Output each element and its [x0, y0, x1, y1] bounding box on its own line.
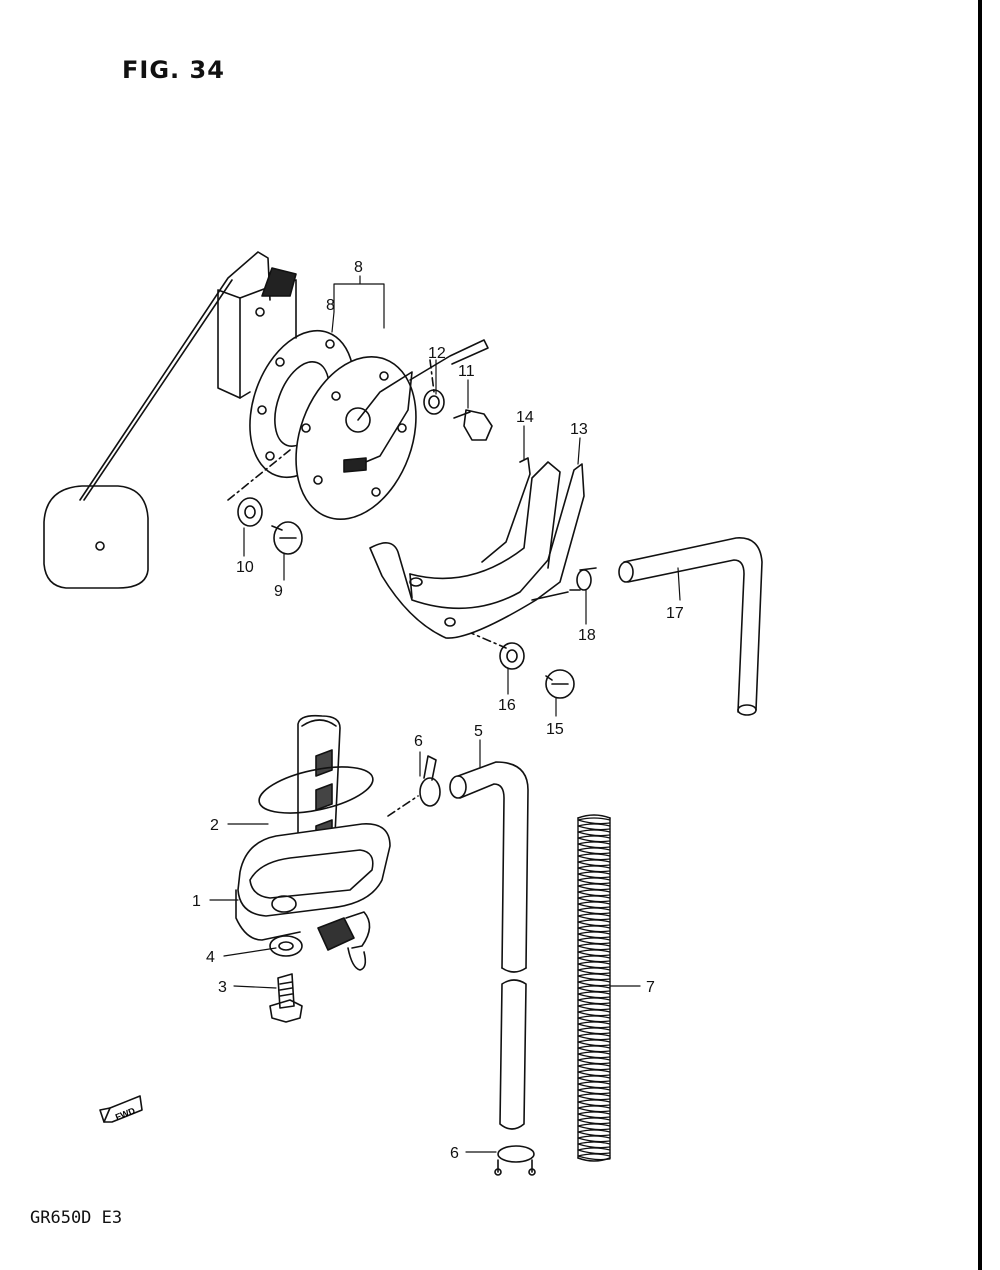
callout-16: 15: [546, 721, 564, 738]
callout-8: 8: [354, 259, 363, 276]
callout-6-upper: 6: [414, 733, 423, 750]
float-arm: [79, 251, 271, 501]
callout-11: 10: [236, 559, 254, 576]
guide-lines: [227, 359, 507, 817]
callout-2: 2: [210, 817, 219, 834]
washer-17: [499, 642, 525, 670]
float: [43, 485, 149, 589]
screw-12: [453, 409, 493, 441]
callout-10: 9: [274, 583, 283, 600]
callout-5: 5: [474, 723, 483, 740]
callout-12: 11: [458, 363, 475, 380]
clamp-6-upper: [419, 755, 441, 807]
callout-6-lower: 6: [450, 1145, 459, 1162]
leader-lines: [209, 275, 681, 1153]
washer-4: [269, 935, 303, 957]
callout-19: 18: [578, 627, 596, 644]
washer-13: [423, 389, 445, 415]
sender-plate: [295, 355, 417, 521]
spring-coil: [577, 817, 611, 1161]
callouts: 8 8 12 11 14 13 10 9 17 18 16 15 6 5 2 1…: [114, 259, 684, 1162]
spring-7: [577, 817, 611, 1161]
o-ring: [258, 766, 374, 814]
callout-7: 7: [646, 979, 655, 996]
screw-10: [271, 521, 303, 555]
washer-11: [237, 497, 263, 527]
fwd-arrow: [99, 1095, 143, 1123]
callout-9: 8: [326, 297, 335, 314]
model-code: GR650D E3: [30, 1208, 123, 1228]
hose-5: [449, 761, 529, 1130]
page-edge-bar: [978, 0, 982, 1270]
callout-14: 13: [570, 421, 588, 438]
clamp-19: [569, 567, 597, 591]
hose-18: [618, 537, 763, 716]
callout-15: 14: [516, 409, 534, 426]
sender-unit: [217, 267, 297, 399]
callout-18: 17: [666, 605, 684, 622]
callout-17: 16: [498, 697, 516, 714]
callout-1: 1: [192, 893, 201, 910]
wire-lead: [409, 339, 489, 381]
figure-title: FIG. 34: [122, 56, 225, 84]
callout-13: 12: [428, 345, 446, 362]
bolt-3: [269, 973, 303, 1023]
fuel-cock: [235, 714, 391, 971]
clamp-6-lower: [494, 1145, 536, 1176]
spring-outline: [577, 817, 611, 1159]
protector-shield: [369, 457, 585, 639]
callout-3: 3: [218, 979, 227, 996]
callout-4: 4: [206, 949, 215, 966]
screw-16: [545, 669, 575, 699]
